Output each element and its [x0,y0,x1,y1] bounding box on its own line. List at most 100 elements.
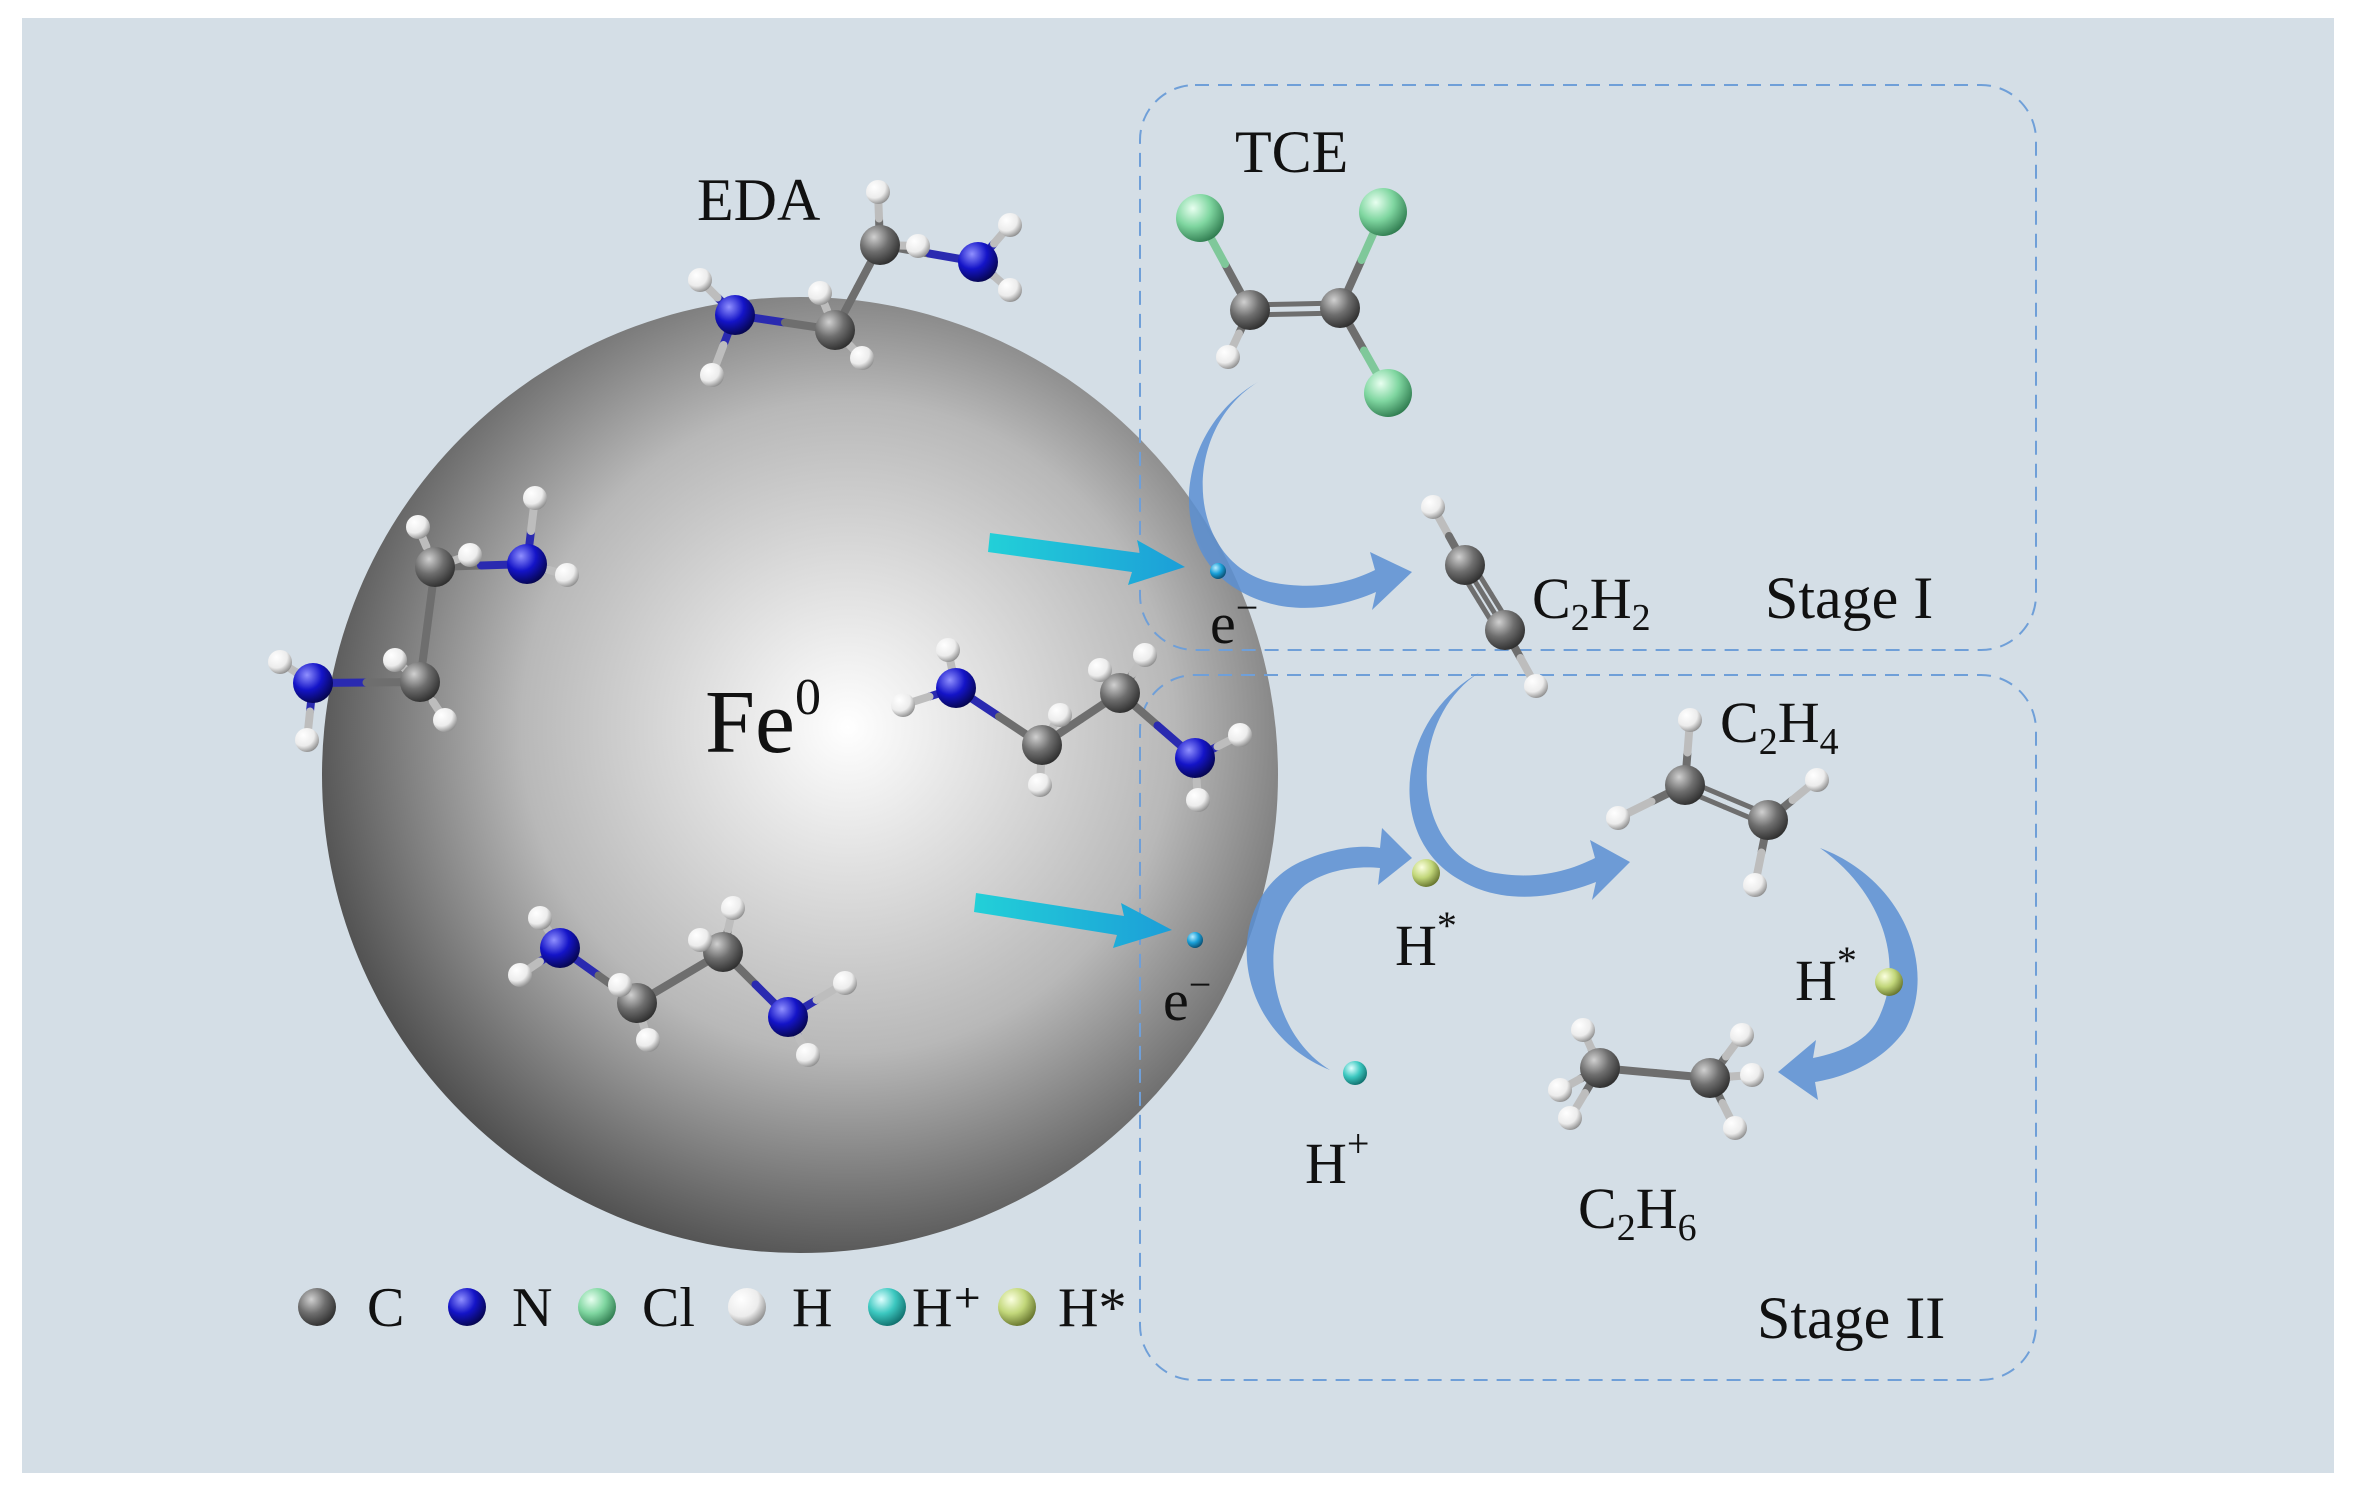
h-atom [295,728,319,752]
electron-transfer-arrows [974,533,1185,948]
c-atom [1748,800,1788,840]
h-atom [1558,1106,1582,1130]
c-atom [1665,765,1705,805]
h-atom [688,928,712,952]
h-atom [1228,723,1252,747]
arrow-c2h2-to-c2h4 [1409,672,1630,900]
n-atom [715,295,755,335]
h-atom [1088,658,1112,682]
h-star-label-1: H* [1395,903,1457,978]
c-atom [1320,288,1360,328]
c-atom [1022,725,1062,765]
h-atom [998,213,1022,237]
h-atom [1678,708,1702,732]
h-atom [555,563,579,587]
n-atom [1175,738,1215,778]
n-atom [540,928,580,968]
n-atom [507,544,547,584]
h-atom [1133,643,1157,667]
h-atom [1524,674,1548,698]
h-atom [906,234,930,258]
electron-particle-lower [1187,932,1203,948]
c2h4-molecule [1606,708,1829,897]
labels: Fe0 EDA TCE C2H2 C2H4 C2H6 Stage I Stage… [697,119,1945,1351]
legend: C N Cl H H⁺ H* [298,1277,1126,1339]
c-atom [1445,545,1485,585]
flow-arrows [1188,382,1918,1100]
electron-arrow-upper [988,533,1185,585]
h-atom [850,346,874,370]
h-atom [636,1028,660,1052]
legend-label-n: N [512,1277,552,1339]
h-atom [866,180,890,204]
h-atom [833,971,857,995]
h-atom [508,963,532,987]
legend-swatch-h-star [998,1288,1036,1326]
cl-atom [1176,194,1224,242]
stage-2-label: Stage II [1757,1285,1945,1351]
c-atom [415,547,455,587]
c-atom [1485,610,1525,650]
h-atom [406,515,430,539]
stage-1-label: Stage I [1765,565,1933,631]
h-atom [608,973,632,997]
h-atom [383,648,407,672]
eda-molecule-top [688,180,1022,387]
h-atom [1421,495,1445,519]
legend-swatch-h-plus [868,1288,906,1326]
h-atom [1743,873,1767,897]
c-atom [860,225,900,265]
legend-swatch-c [298,1288,336,1326]
legend-swatch-h [728,1288,766,1326]
fe-label: Fe0 [705,669,821,772]
h-atom [936,638,960,662]
c-atom [1690,1058,1730,1098]
stage-1-box [1139,84,2037,651]
eda-label: EDA [697,167,820,233]
arrow-tce-to-c2h2 [1188,382,1412,610]
legend-swatch-cl [578,1288,616,1326]
c2h2-label: C2H2 [1532,566,1651,639]
stage-2-box [1139,674,2037,1381]
h-atom [1606,806,1630,830]
h-atom [1723,1116,1747,1140]
legend-label-h-plus: H⁺ [912,1277,982,1339]
species-particles [1187,563,1903,1085]
electron-label-upper: e− [1210,585,1258,656]
h-atom [528,906,552,930]
n-atom [293,663,333,703]
h-atom [998,278,1022,302]
h-atom [1548,1078,1572,1102]
c-atom [1580,1048,1620,1088]
legend-label-h-star: H* [1058,1277,1126,1339]
tce-molecule [1176,188,1412,417]
c-atom [703,932,743,972]
legend-label-c: C [367,1277,404,1339]
legend-label-h: H [792,1277,832,1339]
h-star-particle-1 [1412,859,1440,887]
c-atom [400,662,440,702]
eda-molecule-center [891,638,1252,812]
h-atom [688,268,712,292]
electron-arrow-lower [974,893,1172,948]
fe-particle [322,297,1278,1253]
h-atom [268,650,292,674]
legend-label-cl: Cl [642,1277,695,1339]
eda-molecule-bottom [508,896,857,1067]
tce-label: TCE [1235,119,1348,185]
arrow-hplus-to-hstar [1246,828,1412,1070]
n-atom [936,668,976,708]
c2h2-molecule [1421,495,1548,698]
legend-swatch-n [448,1288,486,1326]
c2h4-label: C2H4 [1720,690,1839,763]
h-atom [433,708,457,732]
arrow-c2h4-to-c2h6 [1778,848,1918,1100]
h-atom [1805,768,1829,792]
h-atom [1216,345,1240,369]
n-atom [768,997,808,1037]
cl-atom [1359,188,1407,236]
electron-particle-upper [1210,563,1226,579]
h-atom [1048,703,1072,727]
h-star-label-2: H* [1795,938,1857,1013]
